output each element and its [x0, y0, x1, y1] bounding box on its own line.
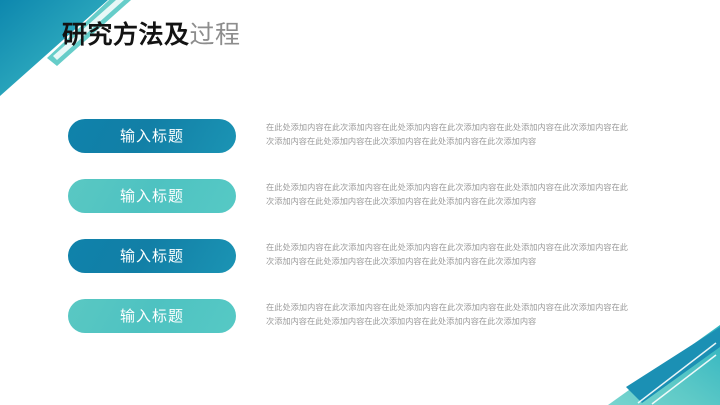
- content-rows: 输入标题 在此处添加内容在此次添加内容在此处添加内容在此次添加内容在此处添加内容…: [0, 112, 720, 352]
- input-title-button-label: 输入标题: [119, 246, 184, 265]
- page-title-primary: 研究方法及: [62, 20, 190, 49]
- input-title-button-label: 输入标题: [119, 306, 184, 325]
- content-row: 输入标题 在此处添加内容在此次添加内容在此处添加内容在此次添加内容在此处添加内容…: [0, 112, 720, 172]
- input-title-button-label: 输入标题: [119, 186, 184, 205]
- row-paragraph-4: 在此处添加内容在此次添加内容在此处添加内容在此次添加内容在此处添加内容在此次添加…: [266, 302, 628, 326]
- input-title-button-3[interactable]: 输入标题: [68, 239, 236, 273]
- content-row: 输入标题 在此处添加内容在此次添加内容在此处添加内容在此次添加内容在此处添加内容…: [0, 292, 720, 352]
- input-title-button-2[interactable]: 输入标题: [68, 179, 236, 213]
- input-title-button-1[interactable]: 输入标题: [68, 119, 236, 153]
- page-title: 研究方法及过程: [62, 18, 241, 52]
- row-paragraph-2: 在此处添加内容在此次添加内容在此处添加内容在此次添加内容在此处添加内容在此次添加…: [266, 182, 628, 206]
- row-paragraph-3: 在此处添加内容在此次添加内容在此处添加内容在此次添加内容在此处添加内容在此次添加…: [266, 242, 628, 266]
- content-row: 输入标题 在此处添加内容在此次添加内容在此处添加内容在此次添加内容在此处添加内容…: [0, 232, 720, 292]
- input-title-button-label: 输入标题: [119, 126, 184, 145]
- content-row: 输入标题 在此处添加内容在此次添加内容在此处添加内容在此次添加内容在此处添加内容…: [0, 172, 720, 232]
- page-title-secondary: 过程: [189, 20, 241, 49]
- input-title-button-4[interactable]: 输入标题: [68, 299, 236, 333]
- row-paragraph-1: 在此处添加内容在此次添加内容在此处添加内容在此次添加内容在此处添加内容在此次添加…: [266, 122, 628, 146]
